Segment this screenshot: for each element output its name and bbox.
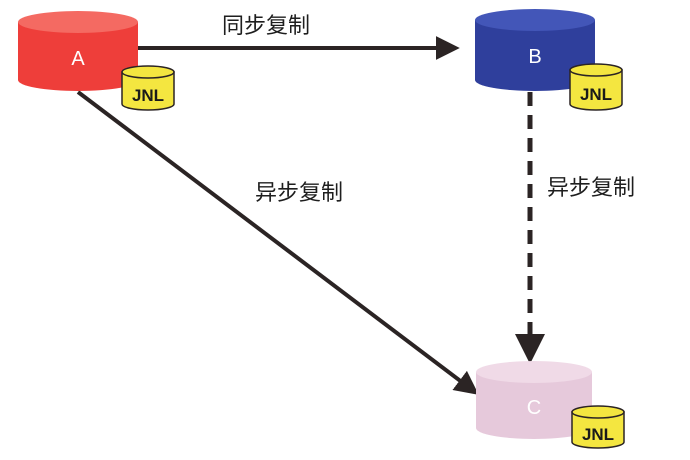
label-sync-replication: 同步复制	[222, 14, 310, 39]
cylinder-a-body	[18, 22, 138, 91]
node-a-letter: A	[71, 48, 85, 70]
jnl-c-label: JNL	[582, 425, 614, 444]
journal-c: JNL	[571, 405, 625, 449]
storage-node-c: C JNL	[476, 361, 625, 449]
cylinder-b-top	[475, 9, 595, 31]
label-async-replication-a-c: 异步复制	[255, 181, 343, 206]
journal-b: JNL	[569, 63, 623, 111]
storage-node-a: A JNL	[18, 11, 175, 111]
node-c-letter: C	[527, 397, 541, 419]
node-b-letter: B	[528, 46, 541, 68]
storage-node-b: B JNL	[475, 9, 623, 111]
arrow-a-to-c	[76, 90, 479, 395]
cylinder-b-body	[475, 20, 595, 91]
cylinder-a-top	[18, 11, 138, 33]
edge-a-to-c	[76, 90, 479, 395]
jnl-a-label: JNL	[132, 86, 164, 105]
journal-a: JNL	[121, 65, 175, 111]
cylinder-c-body	[476, 372, 592, 439]
label-async-replication-b-c: 异步复制	[547, 176, 635, 201]
cylinder-c-top	[476, 361, 592, 383]
jnl-b-label: JNL	[580, 85, 612, 104]
